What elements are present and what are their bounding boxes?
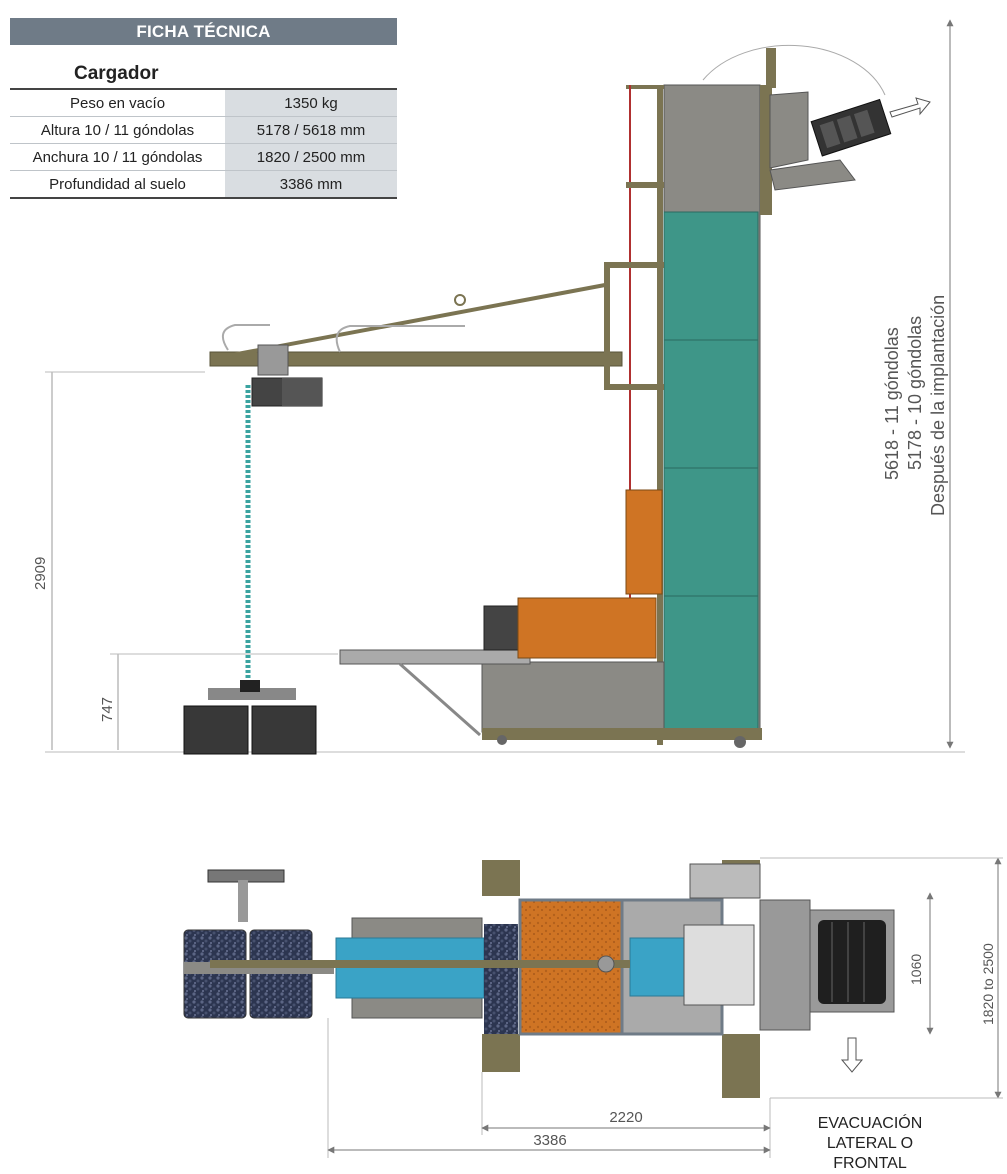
evacuation-label: EVACUACIÓN LATERAL O FRONTAL (790, 1114, 950, 1174)
discharge-arrow (889, 97, 931, 118)
evacuation-line1: EVACUACIÓN (817, 1115, 923, 1132)
evacuation-arrow (840, 1037, 864, 1073)
height-label-1: 5618 - 11 góndolas (882, 327, 902, 480)
dim-hook-height: 2909 (32, 557, 49, 590)
spec-label: Altura 10 / 11 góndolas (10, 116, 225, 144)
tower-frame (657, 85, 663, 745)
height-label-2: 5178 - 10 góndolas (905, 316, 925, 470)
spec-label: Profundidad al suelo (10, 170, 225, 199)
spec-value: 5178 / 5618 mm (225, 116, 397, 144)
spec-value: 3386 mm (225, 170, 397, 199)
hopper-side (517, 597, 657, 659)
table-row: Peso en vacío 1350 kg (10, 88, 397, 117)
discharge-gondola-top (818, 920, 886, 1004)
spec-value: 1820 / 2500 mm (225, 143, 397, 171)
infeed-conveyor-side (339, 649, 531, 665)
gondola-side-left (183, 705, 249, 755)
table-row: Altura 10 / 11 góndolas 5178 / 5618 mm (10, 116, 397, 144)
side-view: 5618 - 11 góndolas 5178 - 10 góndolas De… (32, 19, 965, 755)
top-view: 1060 1820 to 2500 2220 3386 (183, 857, 1003, 1158)
gondola-side-right (251, 705, 317, 755)
height-label-3: Después de la implantación (928, 295, 948, 516)
dim-gondola-height: 747 (99, 697, 116, 722)
dim-total-width: 1820 to 2500 (980, 943, 996, 1025)
dim-total-depth: 3386 (533, 1132, 566, 1149)
arc-guide (702, 44, 886, 96)
table-row: Anchura 10 / 11 góndolas 1820 / 2500 mm (10, 143, 397, 171)
header-title: FICHA TÉCNICA (136, 21, 271, 41)
dim-inner-width: 1060 (908, 954, 924, 985)
spec-subtitle: Cargador (74, 63, 159, 84)
spec-label: Peso en vacío (10, 88, 225, 117)
boom-arm (209, 351, 623, 367)
spec-label: Anchura 10 / 11 góndolas (10, 143, 225, 171)
conveyor-tower (663, 211, 759, 730)
header-banner: FICHA TÉCNICA (10, 18, 397, 45)
base-unit (481, 661, 665, 733)
boom-stay (231, 283, 606, 357)
spec-table: Peso en vacío 1350 kg Altura 10 / 11 gón… (10, 88, 397, 199)
spec-value: 1350 kg (225, 88, 397, 117)
dim-base-length: 2220 (609, 1109, 642, 1126)
table-row: Profundidad al suelo 3386 mm (10, 170, 397, 199)
evacuation-line2: LATERAL O FRONTAL (826, 1135, 914, 1172)
frame-plate (482, 860, 520, 896)
